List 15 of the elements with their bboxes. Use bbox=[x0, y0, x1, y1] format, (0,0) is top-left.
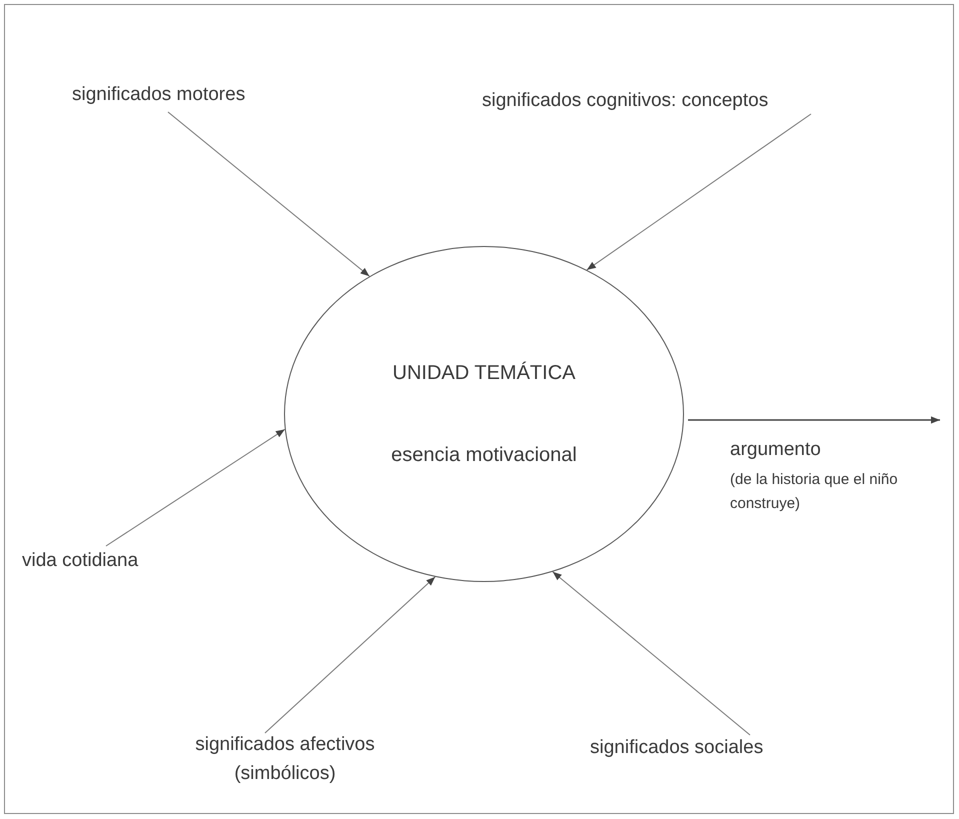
node-label: significados motores bbox=[72, 80, 352, 109]
node-label: significados sociales bbox=[590, 733, 870, 762]
arrow bbox=[264, 576, 436, 734]
node-subtitle: esencia motivacional bbox=[391, 443, 577, 468]
arrow bbox=[106, 428, 286, 546]
node-label: vida cotidiana bbox=[22, 546, 222, 575]
topic-ellipse bbox=[284, 246, 684, 582]
arrow bbox=[688, 416, 940, 424]
node-label: significados afectivos (simbólicos) bbox=[160, 730, 410, 788]
arrow bbox=[168, 112, 370, 277]
arrow bbox=[552, 571, 750, 736]
arrow bbox=[586, 114, 812, 270]
note-text: (de la historia que el niño construye) bbox=[730, 470, 899, 514]
node-title: UNIDAD TEMÁTICA bbox=[392, 360, 576, 386]
node-label: significados cognitivos: conceptos bbox=[482, 86, 932, 115]
